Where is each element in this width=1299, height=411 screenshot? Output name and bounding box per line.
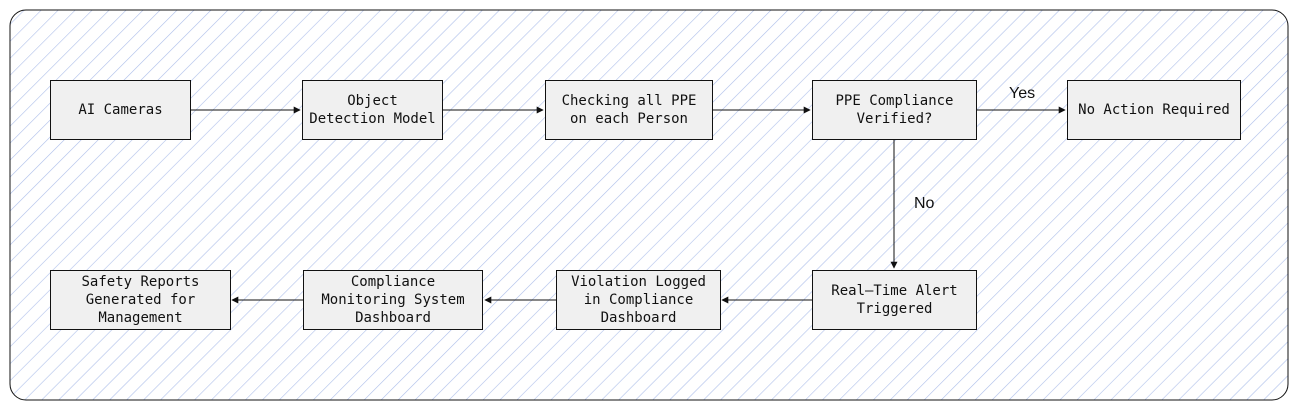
edge-label-no: No <box>914 195 935 212</box>
node-violation-logged: Violation Logged in Compliance Dashboard <box>556 270 721 330</box>
node-no-action-required: No Action Required <box>1067 80 1241 140</box>
node-compliance-monitoring-dashboard: Compliance Monitoring System Dashboard <box>303 270 483 330</box>
node-real-time-alert: Real–Time Alert Triggered <box>812 270 977 330</box>
node-checking-ppe: Checking all PPE on each Person <box>545 80 713 140</box>
node-ai-cameras: AI Cameras <box>50 80 191 140</box>
node-ppe-compliance-decision: PPE Compliance Verified? <box>812 80 977 140</box>
node-safety-reports: Safety Reports Generated for Management <box>50 270 231 330</box>
edge-label-yes: Yes <box>1009 85 1036 102</box>
node-object-detection-model: Object Detection Model <box>302 80 443 140</box>
diagram-background <box>9 9 1289 401</box>
